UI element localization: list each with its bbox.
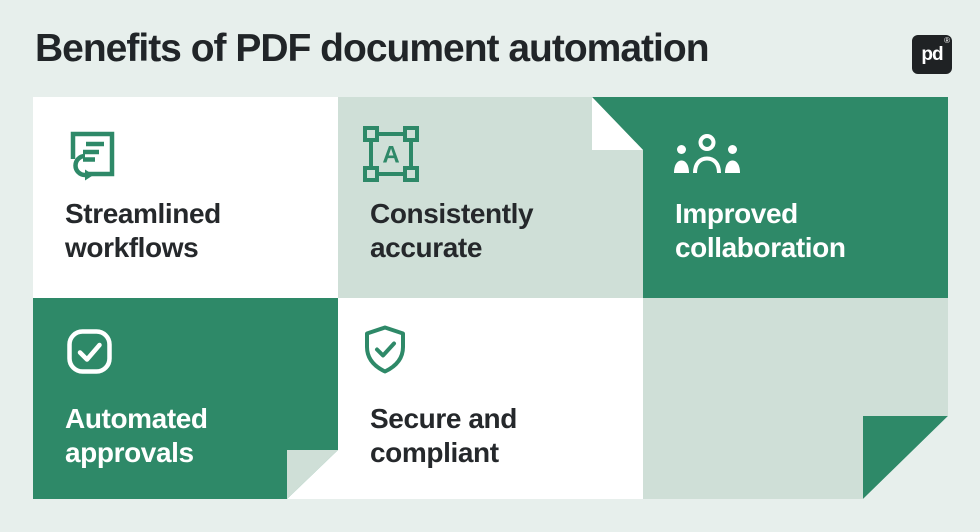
shield-check-icon xyxy=(365,325,405,374)
pandadoc-logo-mark: pd xyxy=(921,43,943,65)
text-selection-icon: A xyxy=(363,126,419,182)
card-streamlined-workflows: Streamlined workflows xyxy=(33,97,338,298)
page-title: Benefits of PDF document automation xyxy=(35,27,710,70)
registered-trademark-symbol: ® xyxy=(944,36,950,45)
card-label: Consistently accurate xyxy=(370,198,534,263)
checkbox-check-icon xyxy=(67,329,112,374)
page-fold-bottom-left xyxy=(287,450,338,499)
card-label: Streamlined workflows xyxy=(65,198,221,263)
card-empty xyxy=(643,298,948,499)
card-improved-collaboration: Improved collaboration xyxy=(643,97,948,298)
card-automated-approvals: Automated approvals xyxy=(33,298,338,499)
benefits-grid: Streamlined workflows A Consistently acc… xyxy=(33,97,948,499)
card-label: Automated approvals xyxy=(65,403,208,468)
card-secure-compliant: Secure and compliant xyxy=(338,298,643,499)
card-label: Improved collaboration xyxy=(675,198,846,263)
pandadoc-logo: pd ® xyxy=(912,35,952,74)
page-fold-top xyxy=(592,97,643,150)
people-icon xyxy=(674,134,740,173)
page-fold-bottom-right xyxy=(863,416,948,499)
workflow-document-icon xyxy=(70,131,115,181)
card-label: Secure and compliant xyxy=(370,403,517,468)
selection-letter: A xyxy=(382,142,399,169)
